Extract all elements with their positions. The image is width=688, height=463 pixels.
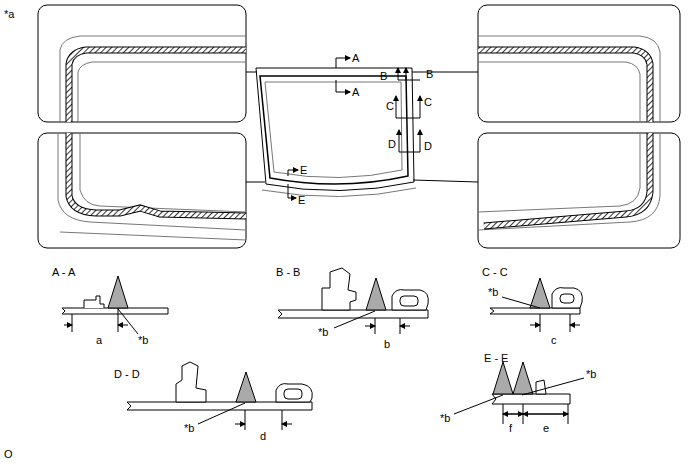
section-title: E - E: [484, 352, 508, 364]
section-title: B - B: [276, 266, 300, 278]
dimension-label: e: [543, 422, 549, 434]
dimension-label: a: [96, 334, 102, 346]
callout-label: *b: [488, 286, 498, 298]
callout-label: *b: [318, 326, 328, 338]
section-mark: C: [386, 100, 394, 112]
section-mark: A: [352, 52, 359, 64]
callout-label: *b: [440, 412, 450, 424]
section-mark: D: [424, 140, 432, 152]
dimension-label: c: [551, 334, 557, 346]
dimension-label: b: [384, 338, 390, 350]
dimension-label: f: [509, 422, 512, 434]
section-mark: D: [388, 138, 396, 150]
section-title: C - C: [482, 266, 508, 278]
section-title: A - A: [52, 266, 75, 278]
section-mark: C: [424, 96, 432, 108]
section-mark: B: [380, 70, 387, 82]
dimension-label: d: [260, 430, 266, 442]
sheet-id: *a: [4, 8, 14, 20]
section-mark: B: [426, 68, 433, 80]
section-mark: A: [352, 86, 359, 98]
callout-label: *b: [184, 422, 194, 434]
callout-label: *b: [586, 368, 596, 380]
page-mark: O: [4, 448, 13, 460]
callout-label: *b: [138, 334, 148, 346]
section-mark: E: [300, 164, 307, 176]
section-title: D - D: [114, 368, 140, 380]
section-mark: E: [298, 194, 305, 206]
